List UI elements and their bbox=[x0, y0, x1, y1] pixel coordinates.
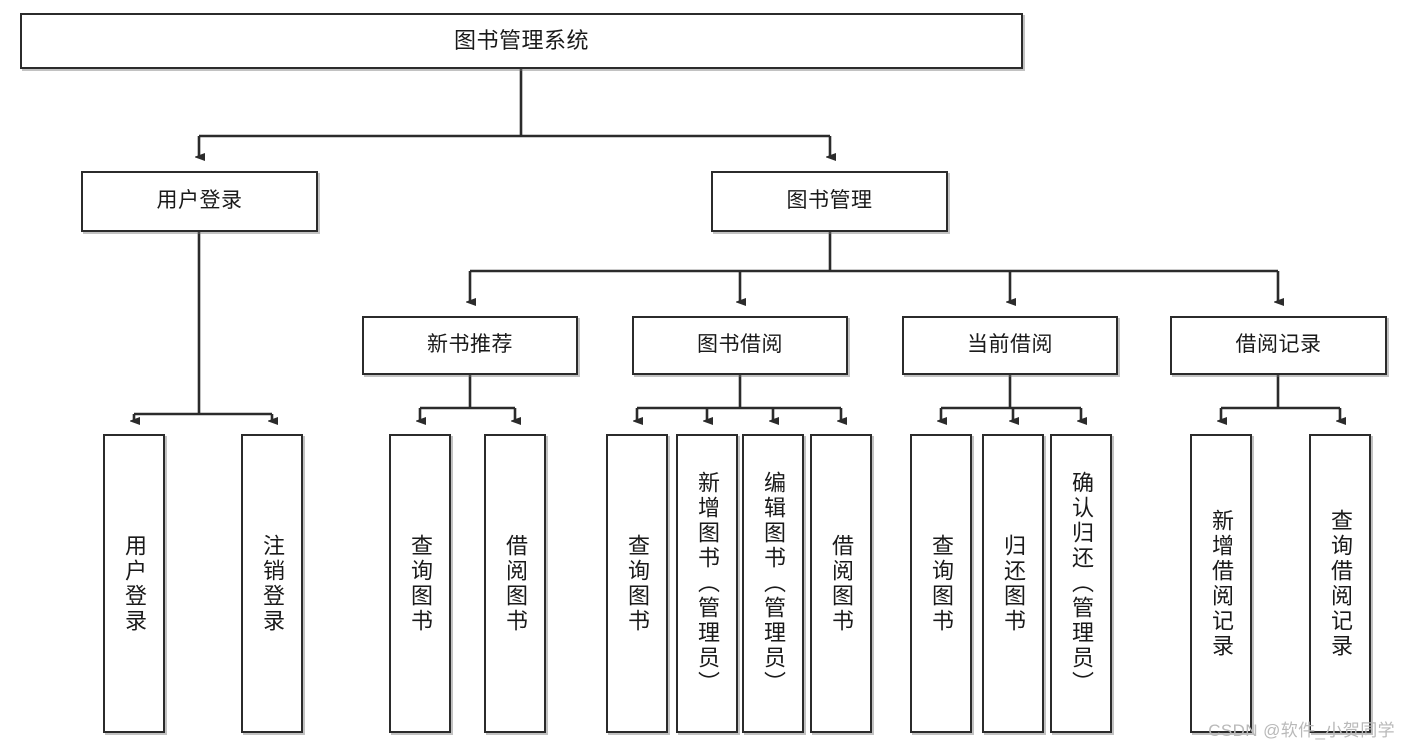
node-user-login-label: 用户登录 bbox=[156, 189, 243, 213]
node-query-book-1-label: 查询图书 bbox=[407, 533, 433, 634]
node-query-book-3[interactable]: 查询图书 bbox=[910, 434, 972, 733]
node-borrow-records-label: 借阅记录 bbox=[1235, 333, 1322, 357]
node-borrow-book-1-label: 借阅图书 bbox=[502, 533, 528, 634]
node-root-label: 图书管理系统 bbox=[453, 28, 589, 54]
node-add-book-admin-label: 新增图书（管理员） bbox=[694, 471, 720, 696]
node-query-borrow-record-label: 查询借阅记录 bbox=[1327, 508, 1353, 659]
watermark-text: CSDN @软件_小贺同学 bbox=[1208, 721, 1395, 740]
node-query-book-2-label: 查询图书 bbox=[624, 533, 650, 634]
node-add-book-admin[interactable]: 新增图书（管理员） bbox=[676, 434, 738, 733]
node-query-borrow-record[interactable]: 查询借阅记录 bbox=[1309, 434, 1371, 733]
node-new-book-recommend-label: 新书推荐 bbox=[427, 333, 513, 357]
node-borrow-records[interactable]: 借阅记录 bbox=[1170, 316, 1387, 375]
node-book-borrow[interactable]: 图书借阅 bbox=[632, 316, 848, 375]
node-query-book-3-label: 查询图书 bbox=[928, 533, 954, 634]
node-current-borrow-label: 当前借阅 bbox=[967, 333, 1053, 357]
node-return-book-label: 归还图书 bbox=[1000, 533, 1026, 634]
node-confirm-return-admin[interactable]: 确认归还（管理员） bbox=[1050, 434, 1112, 733]
node-query-book-2[interactable]: 查询图书 bbox=[606, 434, 668, 733]
node-edit-book-admin-label: 编辑图书（管理员） bbox=[760, 471, 786, 696]
node-borrow-book-2[interactable]: 借阅图书 bbox=[810, 434, 872, 733]
node-user-login[interactable]: 用户登录 bbox=[81, 171, 318, 232]
node-new-book-recommend[interactable]: 新书推荐 bbox=[362, 316, 578, 375]
node-borrow-book-1[interactable]: 借阅图书 bbox=[484, 434, 546, 733]
node-confirm-return-admin-label: 确认归还（管理员） bbox=[1068, 471, 1094, 696]
node-user-logout-leaf[interactable]: 注销登录 bbox=[241, 434, 303, 733]
node-user-logout-leaf-label: 注销登录 bbox=[259, 533, 285, 634]
node-book-management-label: 图书管理 bbox=[786, 189, 873, 213]
node-book-borrow-label: 图书借阅 bbox=[697, 333, 783, 357]
node-user-login-leaf[interactable]: 用户登录 bbox=[103, 434, 165, 733]
node-book-management[interactable]: 图书管理 bbox=[711, 171, 948, 232]
node-borrow-book-2-label: 借阅图书 bbox=[828, 533, 854, 634]
node-add-borrow-record-label: 新增借阅记录 bbox=[1208, 508, 1234, 659]
node-return-book[interactable]: 归还图书 bbox=[982, 434, 1044, 733]
node-user-login-leaf-label: 用户登录 bbox=[121, 533, 147, 634]
node-query-book-1[interactable]: 查询图书 bbox=[389, 434, 451, 733]
node-edit-book-admin[interactable]: 编辑图书（管理员） bbox=[742, 434, 804, 733]
node-root[interactable]: 图书管理系统 bbox=[20, 13, 1023, 69]
node-current-borrow[interactable]: 当前借阅 bbox=[902, 316, 1118, 375]
node-add-borrow-record[interactable]: 新增借阅记录 bbox=[1190, 434, 1252, 733]
